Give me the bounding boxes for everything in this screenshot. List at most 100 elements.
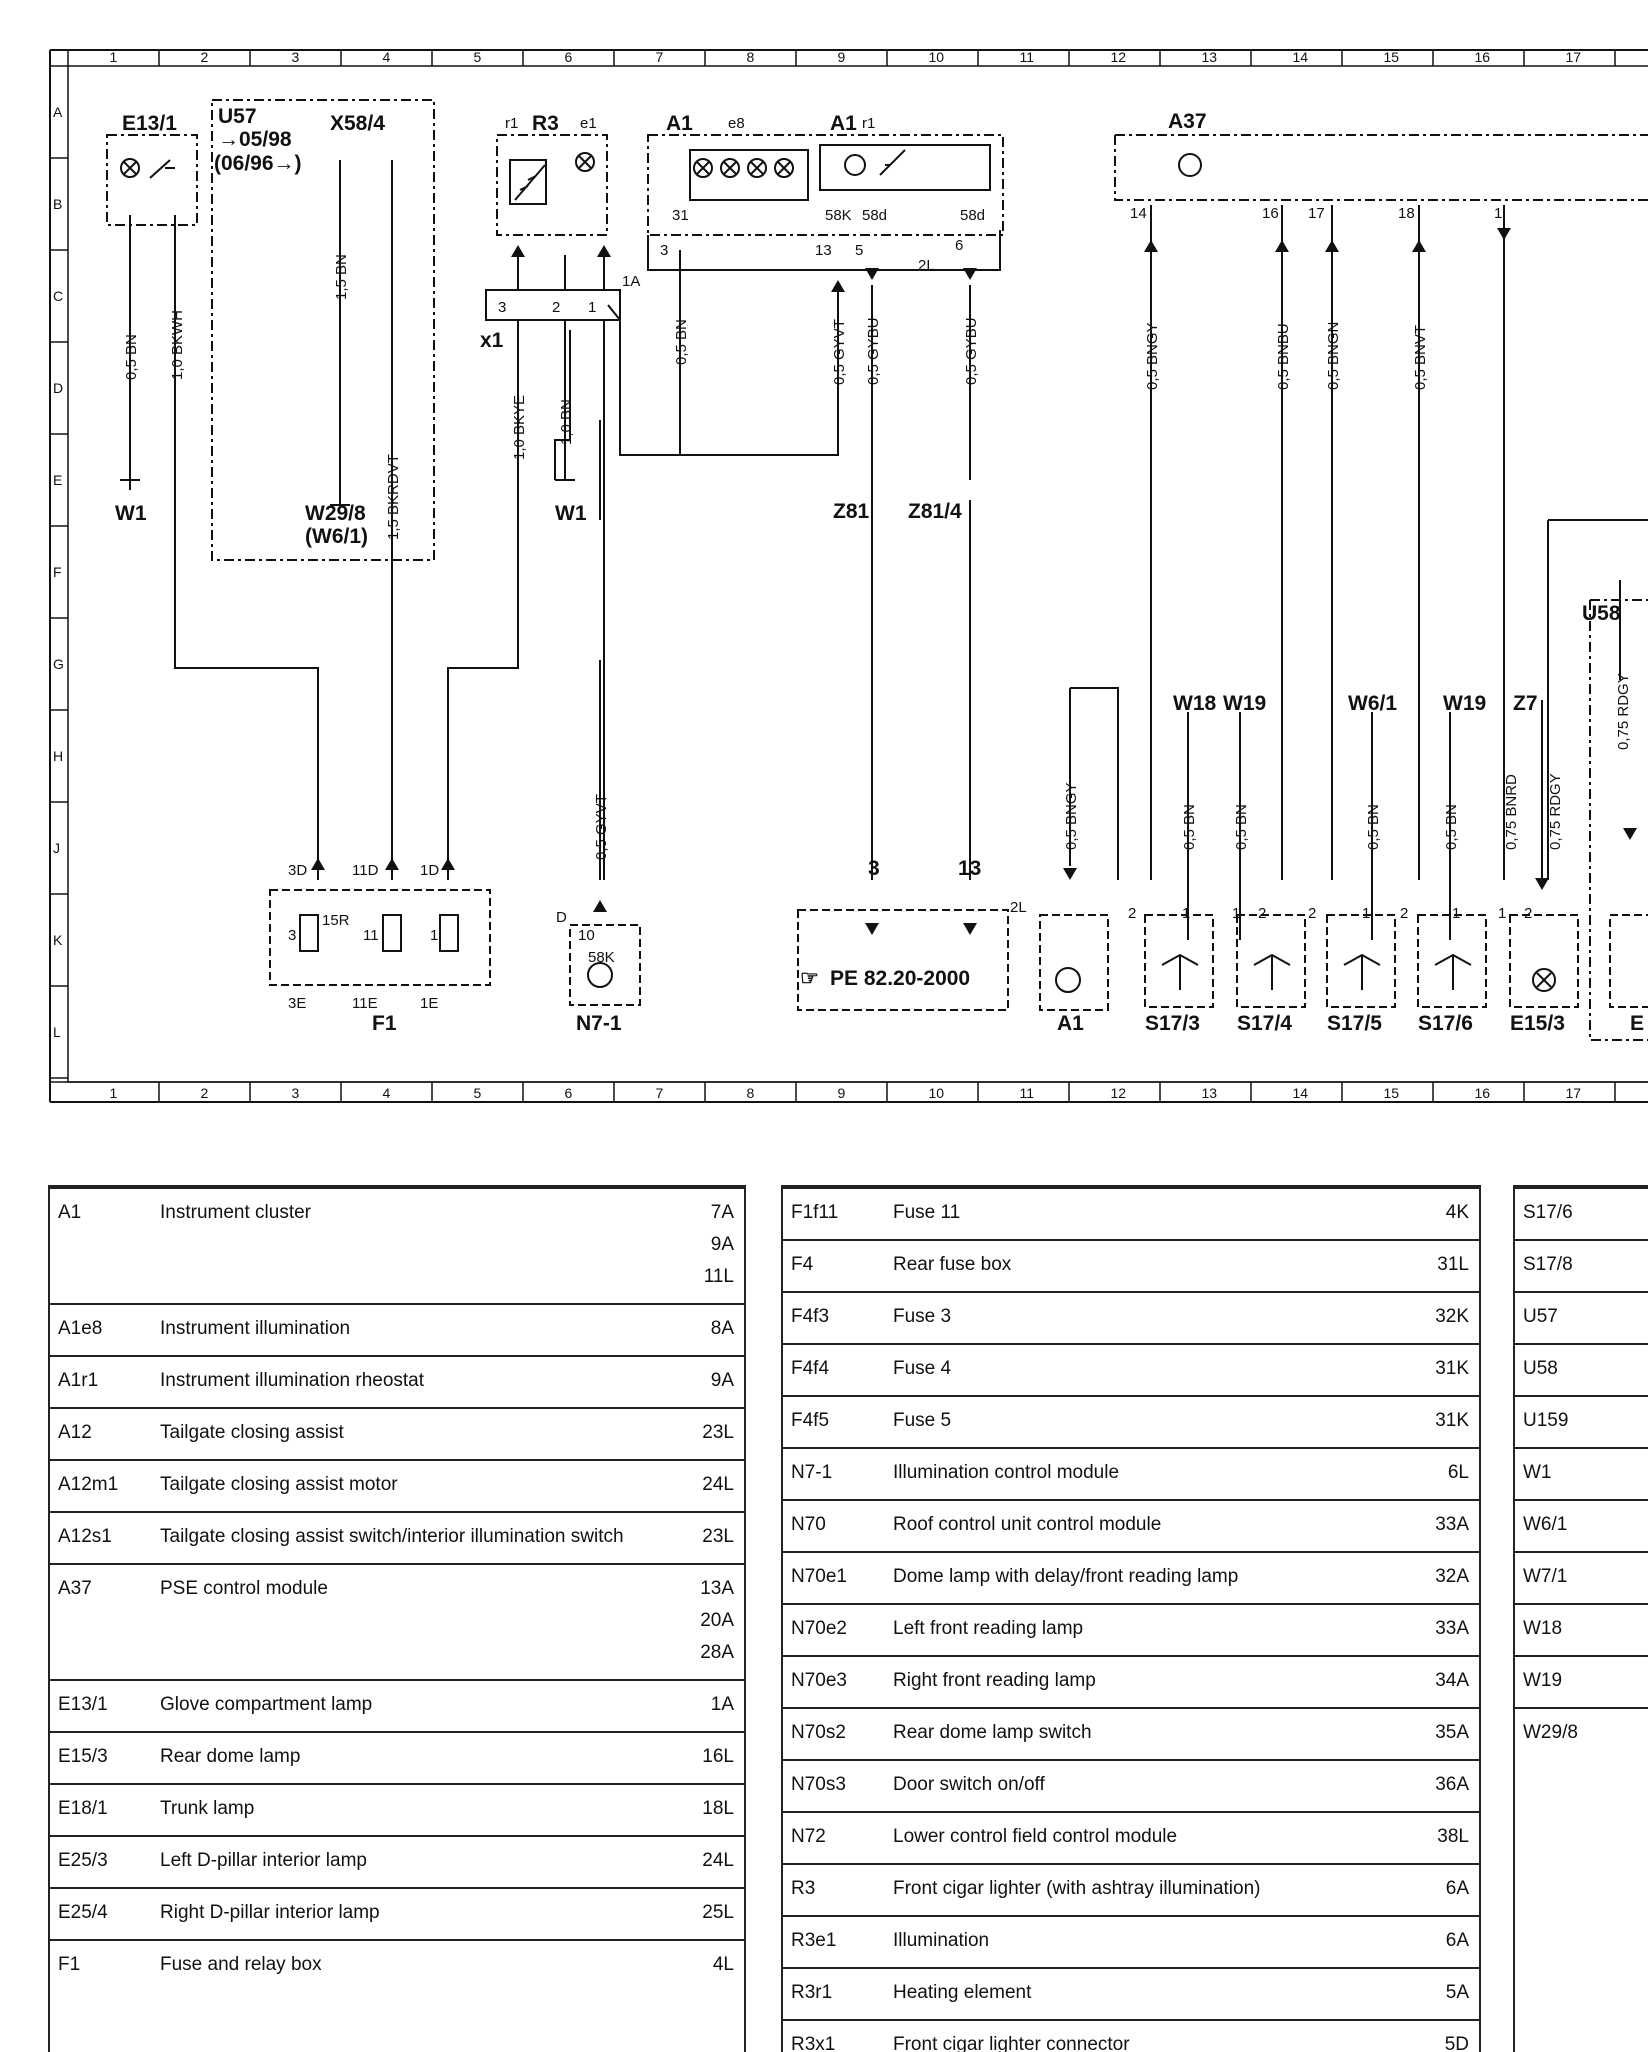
legend-location: 33A (1413, 1604, 1479, 1656)
pin-a37-1: 1 (1494, 205, 1502, 222)
legend-description: PSE control module (160, 1578, 328, 1599)
label-a37: A37 (1168, 110, 1207, 133)
a1-bottom-box (1039, 914, 1109, 1011)
legend-row: W18 (1515, 1604, 1648, 1656)
label-1a: 1A (622, 273, 640, 290)
pin-1d: 1D (420, 862, 439, 879)
legend-description: Rear fuse box (893, 1254, 1012, 1275)
column-number: 15 (1384, 1085, 1400, 1101)
legend-location-value: 1A (710, 1694, 734, 1715)
legend-description (1617, 1552, 1648, 1604)
pin-a1-5: 5 (855, 242, 863, 259)
legend-description: Roof control unit control module (893, 1514, 1162, 1535)
column-number: 5 (474, 49, 482, 65)
column-number: 13 (1202, 49, 1218, 65)
label-w29-8: W29/8 (305, 502, 366, 525)
column-number: 17 (1566, 49, 1582, 65)
pin-a1-3: 3 (660, 242, 668, 259)
column-number: 14 (1293, 49, 1309, 65)
wire-w18-bn: 0,5 BN (1181, 804, 1198, 850)
legend-code: N70s3 (791, 1774, 846, 1795)
pin-58k: 58K (588, 949, 615, 966)
legend-location-value: 32K (1435, 1306, 1469, 1327)
wire-a1-bn: 0,5 BN (673, 319, 690, 365)
legend-description: Right D-pillar interior lamp (160, 1902, 380, 1923)
grid-ruler (50, 50, 1616, 1102)
label-z81-4: Z81/4 (908, 500, 962, 523)
label-2l-b: 2L (1010, 899, 1027, 916)
row-letter: C (53, 288, 63, 304)
label-w6-1: W6/1 (1348, 692, 1397, 715)
pin-a37-16: 16 (1262, 205, 1279, 222)
legend-description: Fuse 4 (893, 1358, 952, 1379)
legend-code: R3r1 (791, 1982, 833, 2003)
label-u57-note2: (06/96→) (214, 152, 302, 175)
wire-w6-bn: 0,5 BN (1365, 804, 1382, 850)
legend-description: Front cigar lighter (with ashtray illumi… (893, 1878, 1261, 1899)
wire-a1-gyvt: 0,5 GYVT (831, 319, 848, 385)
pin-s17-6-2: 2 (1400, 905, 1408, 922)
label-e13-1: E13/1 (122, 112, 177, 135)
legend-description: Left front reading lamp (893, 1618, 1084, 1639)
column-number: 5 (474, 1085, 482, 1101)
wire-a1-gybu: 0,5 GYBU (865, 317, 882, 385)
switch-icons (1161, 953, 1472, 990)
legend-code: F4f4 (791, 1358, 830, 1379)
u58-box (1589, 599, 1648, 1041)
pin-s17-3-1: 1 (1182, 905, 1190, 922)
pin-11d: 11D (352, 862, 379, 879)
row-letter: B (53, 196, 62, 212)
legend-row: U58 (1515, 1344, 1648, 1396)
legend-row: W29/8 (1515, 1708, 1648, 1759)
legend-description (1617, 1344, 1648, 1396)
column-number: 11 (1020, 49, 1035, 65)
pin-s17-6-1: 1 (1452, 905, 1460, 922)
column-number: 17 (1566, 1085, 1582, 1101)
legend-code: F4f5 (791, 1410, 830, 1431)
row-letter: F (53, 564, 62, 580)
legend-location-value: 31K (1435, 1410, 1469, 1431)
label-w19-a: W19 (1223, 692, 1266, 715)
legend-code: E15/3 (58, 1746, 108, 1767)
legend-code: W1 (1523, 1462, 1552, 1483)
legend-location: 6A (1413, 1916, 1479, 1968)
wire-e13-bn: 0,5 BN (123, 334, 140, 380)
label-u57-note1: →05/98 (218, 128, 292, 151)
legend-code: N70s2 (791, 1722, 846, 1743)
legend-description: Instrument illumination rheostat (160, 1370, 425, 1391)
legend-description (1617, 1396, 1648, 1448)
s17-6-box (1417, 914, 1487, 1008)
legend-location-value: 6A (1445, 1878, 1469, 1899)
legend-code: R3e1 (791, 1930, 837, 1951)
row-letter: H (53, 748, 63, 764)
label-x58-4: X58/4 (330, 112, 385, 135)
pin-x1-1: 1 (588, 299, 596, 316)
legend-description: Fuse 11 (893, 1202, 961, 1223)
legend-description: Rear dome lamp switch (893, 1722, 1092, 1743)
pin-e15-3-1: 1 (1498, 905, 1506, 922)
wire-a37-bngn: 0,5 BNGN (1325, 322, 1342, 390)
pin-s17-3-2: 2 (1128, 905, 1136, 922)
wire-paths (129, 160, 1648, 940)
label-r3: R3 (532, 112, 559, 135)
legend-code: W19 (1523, 1670, 1563, 1691)
wire-w19-bn: 0,5 BN (1233, 804, 1250, 850)
legend-code: E25/3 (58, 1850, 108, 1871)
legend-location-value: 33A (1435, 1514, 1469, 1535)
f1-box (269, 889, 491, 986)
legend-location: 24L (678, 1460, 744, 1512)
legend-code: A12m1 (58, 1474, 119, 1495)
legend-location-value: 16L (702, 1746, 734, 1767)
legend-row: U57 (1515, 1292, 1648, 1344)
wire-labels: 0,5 BN 1,0 BKWH 1,5 BN 1,5 BKRDVT 1,0 BK… (123, 254, 1632, 860)
legend-description: Left D-pillar interior lamp (160, 1850, 367, 1871)
column-number: 15 (1384, 49, 1400, 65)
wire-w19b-bn: 0,5 BN (1443, 804, 1460, 850)
column-number: 11 (1020, 1085, 1035, 1101)
